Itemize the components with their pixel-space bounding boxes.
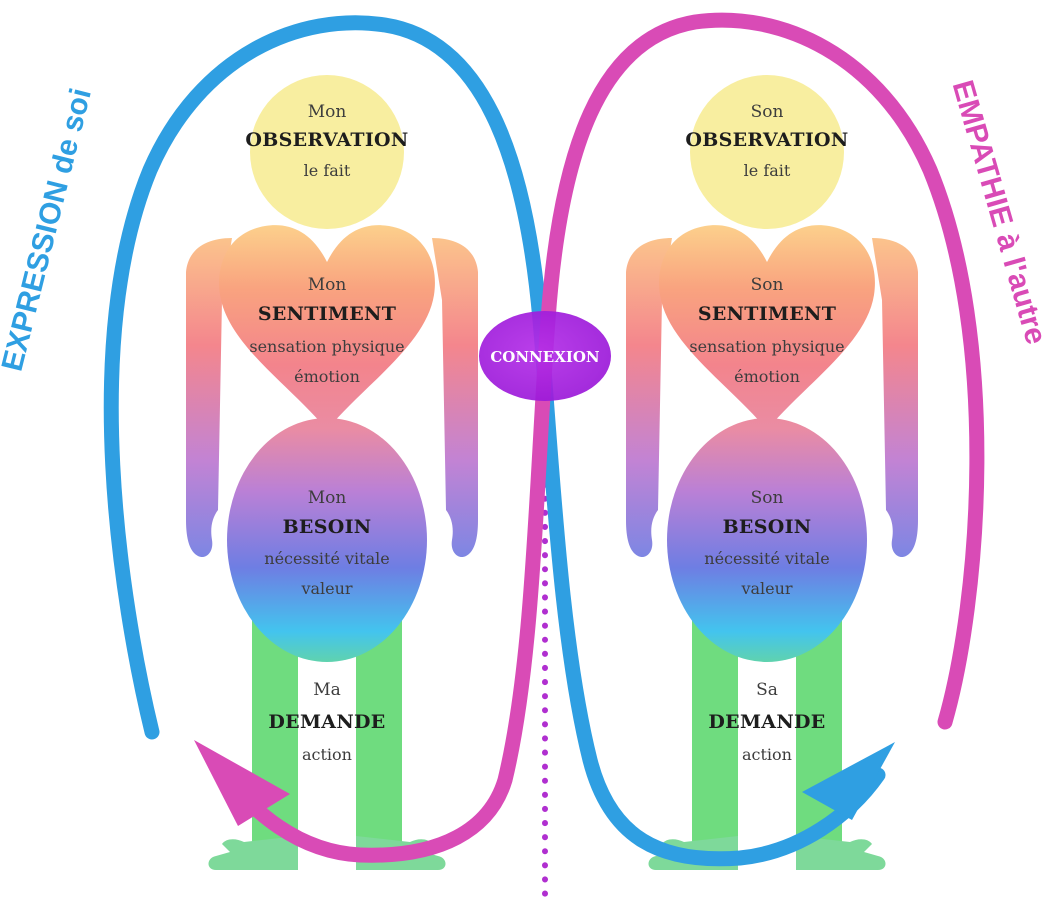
left-observation-key: OBSERVATION [245, 129, 408, 151]
left-sentiment-key: SENTIMENT [258, 303, 396, 325]
left-sentiment-sub2: émotion [294, 367, 360, 386]
right-besoin-sub2: valeur [740, 579, 792, 598]
left-person-right-arm [432, 238, 478, 558]
left-observation-word: Mon [308, 102, 347, 122]
right-sentiment-sub2: émotion [734, 367, 800, 386]
right-person-head [690, 75, 844, 229]
right-observation-sub: le fait [744, 161, 791, 180]
right-person: Son OBSERVATION le fait Son SENTIMENT se… [626, 75, 918, 870]
right-sentiment-key: SENTIMENT [698, 303, 836, 325]
left-person-left-foot [208, 836, 298, 870]
right-person-right-arm [872, 238, 918, 558]
left-person-left-arm [186, 238, 232, 558]
right-sentiment-sub1: sensation physique [689, 337, 844, 356]
left-demande-sub: action [302, 745, 352, 764]
left-besoin-sub2: valeur [300, 579, 352, 598]
blue-expression-loop [103, 15, 886, 867]
left-side-label: EXPRESSION de soi [0, 85, 98, 374]
right-besoin-key: BESOIN [723, 516, 812, 538]
left-besoin-sub1: nécessité vitale [264, 549, 389, 568]
right-person-heart [659, 225, 875, 430]
left-observation-sub: le fait [304, 161, 351, 180]
left-besoin-word: Mon [308, 488, 347, 508]
right-demande-sub: action [742, 745, 792, 764]
right-besoin-word: Son [751, 488, 784, 508]
right-person-left-arm [626, 238, 672, 558]
left-sentiment-sub1: sensation physique [249, 337, 404, 356]
blue-arrowhead [802, 742, 895, 820]
left-person-heart [219, 225, 435, 430]
connexion-badge: CONNEXION [479, 311, 611, 401]
right-observation-key: OBSERVATION [685, 129, 848, 151]
right-sentiment-word: Son [751, 275, 784, 295]
left-sentiment-word: Mon [308, 275, 347, 295]
right-demande-word: Sa [756, 680, 778, 700]
right-person-belly [667, 418, 867, 662]
right-demande-key: DEMANDE [708, 711, 825, 733]
pink-empathy-loop [216, 12, 985, 863]
left-person: Mon OBSERVATION le fait Mon SENTIMENT se… [186, 75, 478, 870]
connexion-ellipse [479, 311, 611, 401]
left-demande-key: DEMANDE [268, 711, 385, 733]
right-observation-word: Son [751, 102, 784, 122]
pink-arrowhead [194, 740, 290, 826]
right-person-right-foot [796, 836, 886, 870]
left-demande-word: Ma [313, 680, 341, 700]
connexion-label: CONNEXION [490, 348, 600, 366]
left-person-belly [227, 418, 427, 662]
left-person-head [250, 75, 404, 229]
left-besoin-key: BESOIN [283, 516, 372, 538]
right-besoin-sub1: nécessité vitale [704, 549, 829, 568]
